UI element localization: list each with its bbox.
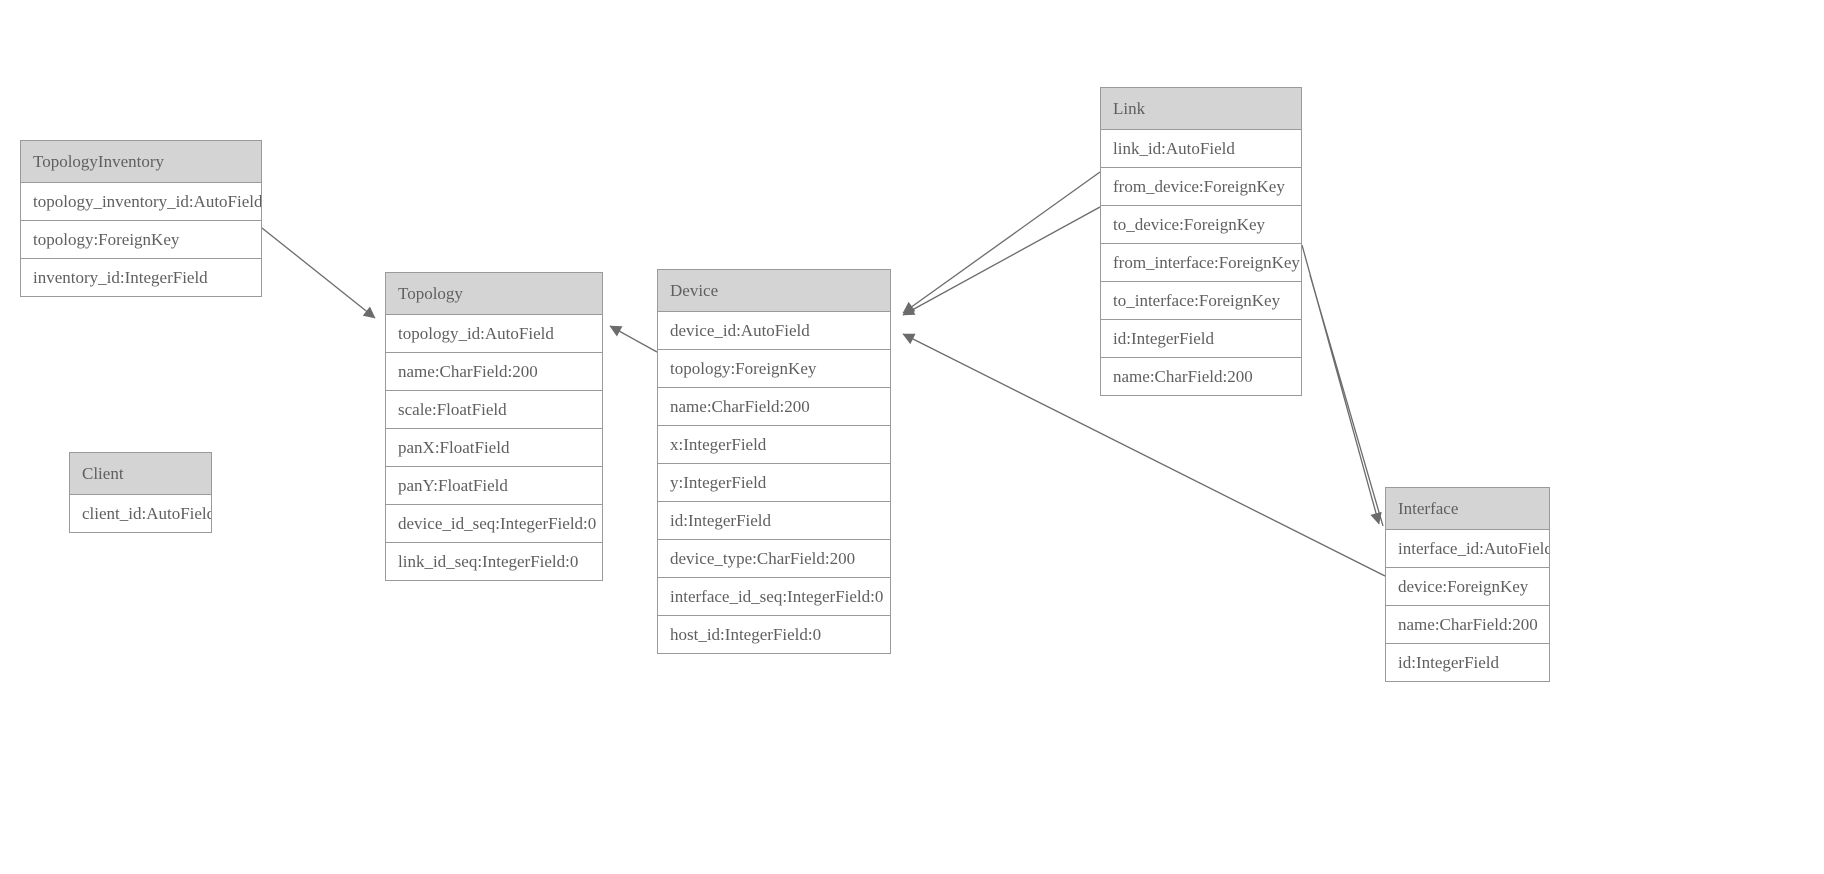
entity-topology-inventory[interactable]: TopologyInventory topology_inventory_id:… (20, 140, 262, 297)
edge-device-topology (609, 325, 658, 353)
entity-field: name:CharField:200 (1113, 367, 1253, 386)
entity-title: Client (70, 453, 211, 495)
entity-field: topology_id:AutoField (386, 315, 602, 353)
entity-field: id:IntegerField (1101, 320, 1301, 358)
edge-link-to-device (902, 206, 1101, 316)
entity-field: panY:FloatField (386, 467, 602, 505)
entity-device[interactable]: Device device_id:AutoField topology:Fore… (657, 269, 891, 654)
entity-field: id:IntegerField (658, 502, 890, 540)
entity-field: device_id_seq:IntegerField:0 (386, 505, 602, 543)
entity-field: id:IntegerField (1398, 653, 1500, 672)
entity-field: y:IntegerField (658, 464, 890, 502)
entity-field: name:CharField:200 (386, 353, 602, 391)
entity-field: topology_inventory_id:AutoField (21, 183, 261, 221)
entity-field: link_id_seq:IntegerField:0 (398, 552, 579, 571)
entity-field: scale:FloatField (386, 391, 602, 429)
entity-field: device_id:AutoField (658, 312, 890, 350)
edge-link-from-device (902, 171, 1101, 314)
entity-field: interface_id:AutoField (1386, 530, 1549, 568)
edge-link-from-interface (1301, 244, 1382, 525)
entity-field: from_device:ForeignKey (1101, 168, 1301, 206)
entity-link[interactable]: Link link_id:AutoField from_device:Forei… (1100, 87, 1302, 396)
entity-interface[interactable]: Interface interface_id:AutoField device:… (1385, 487, 1550, 682)
entity-field: to_interface:ForeignKey (1101, 282, 1301, 320)
entity-field: topology:ForeignKey (21, 221, 261, 259)
entity-field: inventory_id:IntegerField (33, 268, 208, 287)
entity-field: to_device:ForeignKey (1101, 206, 1301, 244)
entity-field: topology:ForeignKey (658, 350, 890, 388)
entity-field: host_id:IntegerField:0 (670, 625, 822, 644)
entity-field: x:IntegerField (658, 426, 890, 464)
entity-field: client_id:AutoField (82, 504, 211, 523)
entity-topology[interactable]: Topology topology_id:AutoField name:Char… (385, 272, 603, 581)
entity-field: name:CharField:200 (1386, 606, 1549, 644)
entity-client[interactable]: Client client_id:AutoField (69, 452, 212, 533)
entity-field: interface_id_seq:IntegerField:0 (658, 578, 890, 616)
entity-field: from_interface:ForeignKey (1101, 244, 1301, 282)
entity-field: device_type:CharField:200 (658, 540, 890, 578)
entity-title: Interface (1386, 488, 1549, 530)
entity-title: TopologyInventory (21, 141, 261, 183)
entity-field: device:ForeignKey (1386, 568, 1549, 606)
entity-title: Link (1101, 88, 1301, 130)
entity-title: Topology (386, 273, 602, 315)
entity-field: link_id:AutoField (1101, 130, 1301, 168)
entity-title: Device (658, 270, 890, 312)
entity-field: panX:FloatField (386, 429, 602, 467)
edge-topologyinventory-topology (261, 227, 376, 319)
entity-field: name:CharField:200 (658, 388, 890, 426)
edge-link-to-interface (1309, 274, 1384, 527)
